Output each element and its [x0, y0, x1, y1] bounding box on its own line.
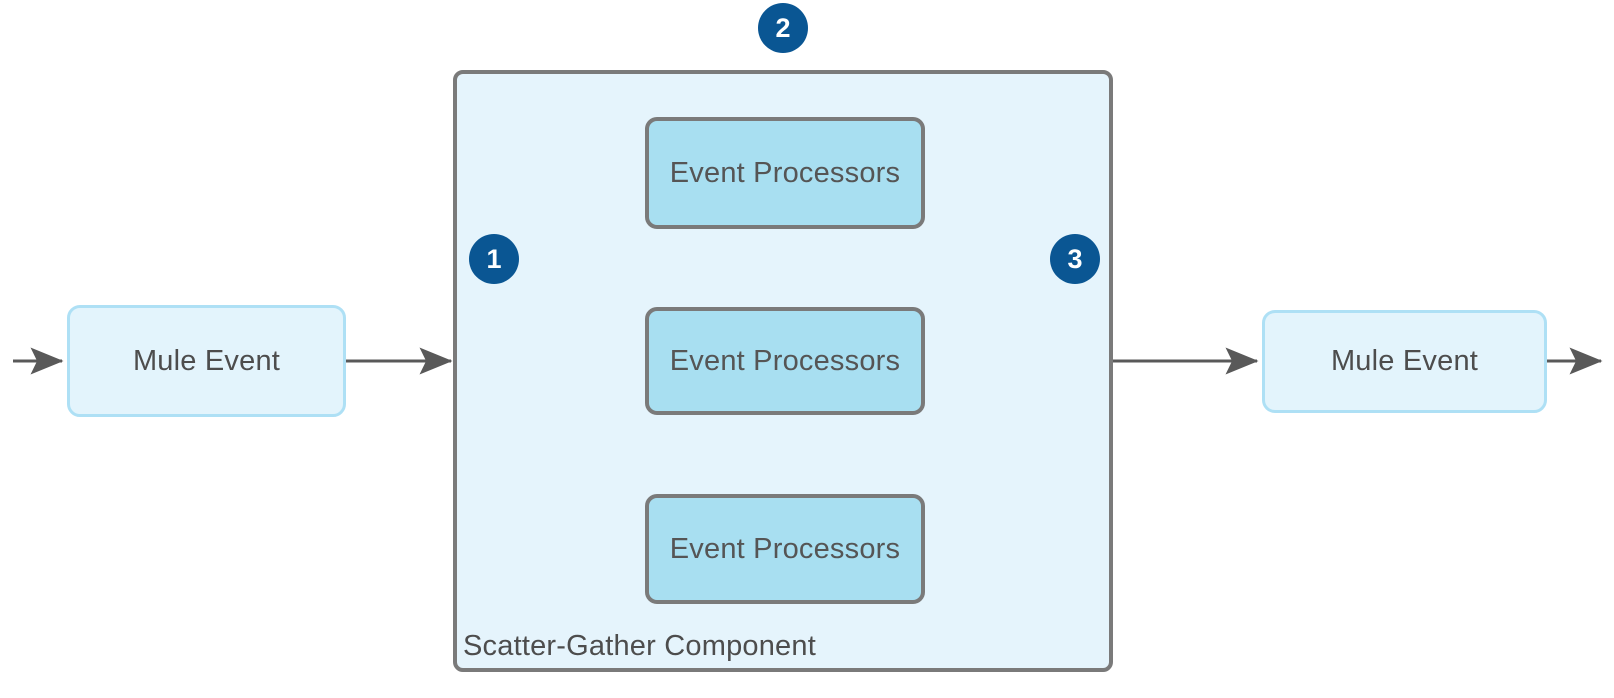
event-processor-label-2: Event Processors: [669, 344, 901, 377]
event-processor-node-3[interactable]: Event Processors: [645, 494, 925, 604]
mule-event-input-node[interactable]: Mule Event: [67, 305, 346, 417]
step-badge-3-number: 3: [1067, 243, 1083, 274]
step-badge-3[interactable]: 3: [1050, 234, 1100, 284]
mule-event-input-label: Mule Event: [132, 344, 281, 377]
event-processor-node-1[interactable]: Event Processors: [645, 117, 925, 229]
scatter-gather-container-label: Scatter-Gather Component: [463, 630, 816, 662]
event-processor-node-2[interactable]: Event Processors: [645, 307, 925, 415]
event-processor-label-1: Event Processors: [669, 156, 901, 189]
step-badge-2[interactable]: 2: [758, 3, 808, 53]
step-badge-1-number: 1: [486, 243, 502, 274]
event-processor-label-3: Event Processors: [669, 532, 901, 565]
mule-event-output-node[interactable]: Mule Event: [1262, 310, 1547, 413]
step-badge-1[interactable]: 1: [469, 234, 519, 284]
step-badge-2-number: 2: [775, 12, 791, 43]
mule-event-output-label: Mule Event: [1330, 345, 1479, 377]
